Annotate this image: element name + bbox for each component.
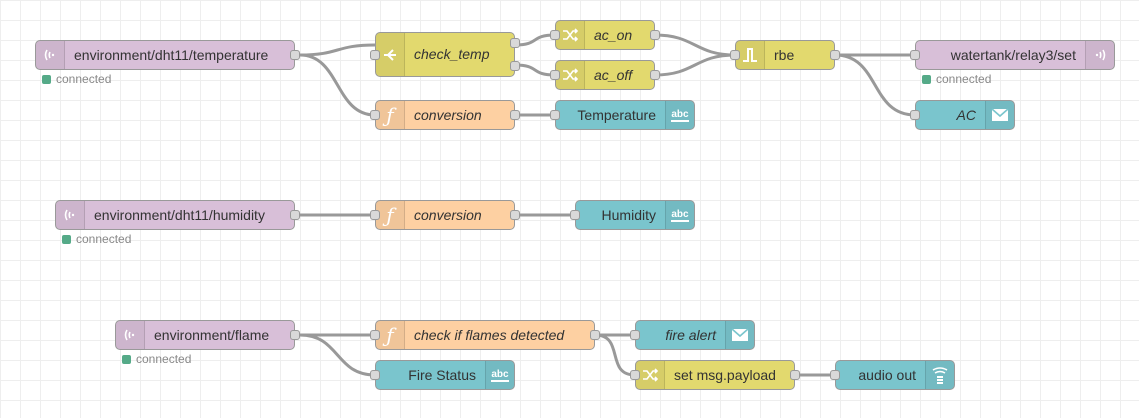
output-port[interactable] [790,370,800,380]
wire[interactable] [299,333,376,377]
change-shuffle-icon [636,361,665,389]
envelope-icon [985,101,1014,129]
node-mqtt-in-temperature[interactable]: environment/dht11/temperature [35,40,300,70]
wire[interactable] [834,53,916,117]
output-port[interactable] [650,70,660,80]
output-port[interactable] [290,50,300,60]
audio-wave-icon [925,361,954,389]
input-port[interactable] [370,370,380,380]
status-connected: connected [42,73,111,85]
status-dot-icon [122,355,131,364]
switch-icon [376,33,405,76]
node-label: Humidity [601,207,656,223]
node-label: conversion [414,107,482,123]
output-port[interactable] [510,61,520,71]
input-port[interactable] [550,30,560,40]
node-mqtt-out-relay[interactable]: watertank/relay3/set [910,40,1115,70]
change-shuffle-icon [556,61,585,89]
node-mqtt-in-humidity[interactable]: environment/dht11/humidity [55,200,300,230]
wire[interactable] [514,33,556,47]
node-function-check-flames[interactable]: ƒ check if flames detected [370,320,600,350]
mqtt-signal-icon [36,41,65,69]
node-notification-fire-alert[interactable]: fire alert [630,320,755,350]
function-icon: ƒ [376,321,405,349]
input-port[interactable] [730,50,740,60]
node-ui-audio-out[interactable]: audio out [830,360,955,390]
mqtt-signal-icon [116,321,145,349]
input-port[interactable] [910,110,920,120]
node-change-set-payload[interactable]: set msg.payload [630,360,800,390]
input-port[interactable] [910,50,920,60]
input-port[interactable] [550,110,560,120]
mqtt-signal-icon [56,201,85,229]
rbe-icon [736,41,765,69]
node-change-ac-off[interactable]: ac_off [550,60,660,90]
node-switch-check-temp[interactable]: check_temp [370,32,520,77]
abc-text-icon: abc [665,101,694,129]
output-port[interactable] [290,330,300,340]
node-label: watertank/relay3/set [950,47,1076,63]
status-connected: connected [922,73,991,85]
output-port[interactable] [510,110,520,120]
wire[interactable] [299,53,376,117]
output-port[interactable] [830,50,840,60]
input-port[interactable] [830,370,840,380]
node-label: environment/dht11/humidity [94,207,265,223]
node-label: ac_off [594,67,633,83]
output-port[interactable] [510,38,520,48]
status-dot-icon [42,75,51,84]
node-ui-text-temperature[interactable]: Temperature abc [550,100,695,130]
status-connected: connected [122,353,191,365]
node-label: environment/flame [154,327,270,343]
node-label: environment/dht11/temperature [74,47,269,63]
node-label: Temperature [577,107,656,123]
node-change-ac-on[interactable]: ac_on [550,20,660,50]
input-port[interactable] [370,210,380,220]
node-mqtt-in-flame[interactable]: environment/flame [115,320,300,350]
node-label: rbe [774,47,795,63]
node-function-conversion[interactable]: ƒ conversion [370,100,520,130]
input-port[interactable] [370,50,380,60]
output-port[interactable] [510,210,520,220]
status-connected: connected [62,233,131,245]
node-label: set msg.payload [674,367,776,383]
input-port[interactable] [570,210,580,220]
node-label: AC [956,107,976,123]
node-notification-ac[interactable]: AC [910,100,1015,130]
node-label: Fire Status [408,367,476,383]
node-function-conversion[interactable]: ƒ conversion [370,200,520,230]
node-label: audio out [858,367,916,383]
envelope-icon [725,321,754,349]
node-ui-text-humidity[interactable]: Humidity abc [570,200,695,230]
input-port[interactable] [630,370,640,380]
wire[interactable] [654,33,736,57]
node-ui-text-fire-status[interactable]: Fire Status abc [370,360,515,390]
mqtt-signal-icon [1085,41,1114,69]
node-label: fire alert [665,327,716,343]
input-port[interactable] [630,330,640,340]
status-dot-icon [62,235,71,244]
output-port[interactable] [590,330,600,340]
wire[interactable] [514,63,556,77]
node-label: check_temp [414,46,490,62]
node-rbe[interactable]: rbe [730,40,840,70]
status-dot-icon [922,75,931,84]
input-port[interactable] [550,70,560,80]
abc-text-icon: abc [485,361,514,389]
change-shuffle-icon [556,21,585,49]
abc-text-icon: abc [665,201,694,229]
function-icon: ƒ [376,201,405,229]
node-label: ac_on [594,27,633,43]
input-port[interactable] [370,110,380,120]
function-icon: ƒ [376,101,405,129]
wire[interactable] [299,43,376,57]
node-label: conversion [414,207,482,223]
output-port[interactable] [650,30,660,40]
wire[interactable] [654,53,736,77]
input-port[interactable] [370,330,380,340]
node-label: check if flames detected [414,327,565,343]
output-port[interactable] [290,210,300,220]
wire[interactable] [594,333,636,377]
